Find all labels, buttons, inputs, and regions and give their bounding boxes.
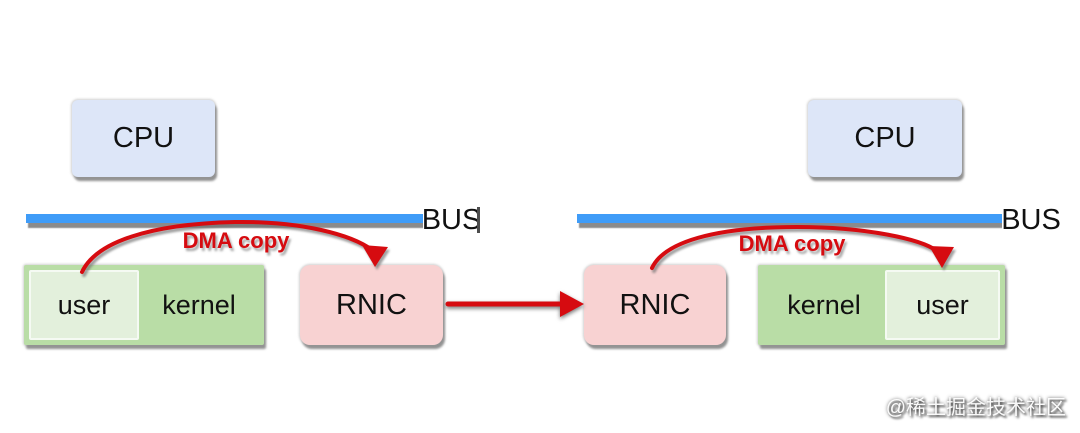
left-kernel-label: kernel (162, 289, 236, 320)
left-memory-box: user kernel (24, 265, 264, 345)
left-user-memory-region: user (29, 270, 139, 340)
left-bus-label-text: BUS (421, 204, 482, 236)
rnic-to-rnic-arrowhead-icon (560, 291, 584, 317)
right-user-memory-region: user (885, 270, 1000, 340)
rnic-to-rnic-arrow-group (445, 291, 584, 317)
right-memory-box: kernel user (758, 265, 1005, 345)
left-bus-line (26, 214, 423, 223)
left-kernel-memory-region: kernel (139, 270, 259, 340)
right-cpu-label: CPU (854, 122, 916, 154)
right-dma-copy-label: DMA copy (738, 231, 846, 256)
right-cpu-box: CPU (808, 100, 962, 177)
left-rnic-label: RNIC (336, 288, 407, 321)
left-user-label: user (57, 289, 111, 320)
right-user-label: user (916, 289, 969, 320)
left-bus-label: BUS (421, 201, 482, 240)
right-bus-line (577, 214, 1002, 223)
right-kernel-memory-region: kernel (763, 270, 885, 340)
text-cursor (477, 207, 480, 233)
right-kernel-label: kernel (787, 289, 861, 320)
left-rnic-box: RNIC (300, 265, 443, 345)
left-cpu-label: CPU (112, 122, 175, 154)
watermark: @稀土掘金技术社区 (885, 397, 1066, 419)
right-bus-label-text: BUS (1001, 204, 1061, 236)
left-dma-arrowhead-icon (362, 245, 388, 267)
right-rnic-label: RNIC (619, 288, 691, 321)
left-cpu-box: CPU (72, 100, 215, 177)
right-rnic-box: RNIC (584, 265, 726, 345)
right-bus-label: BUS (1001, 201, 1061, 240)
left-dma-copy-label: DMA copy (182, 228, 290, 253)
